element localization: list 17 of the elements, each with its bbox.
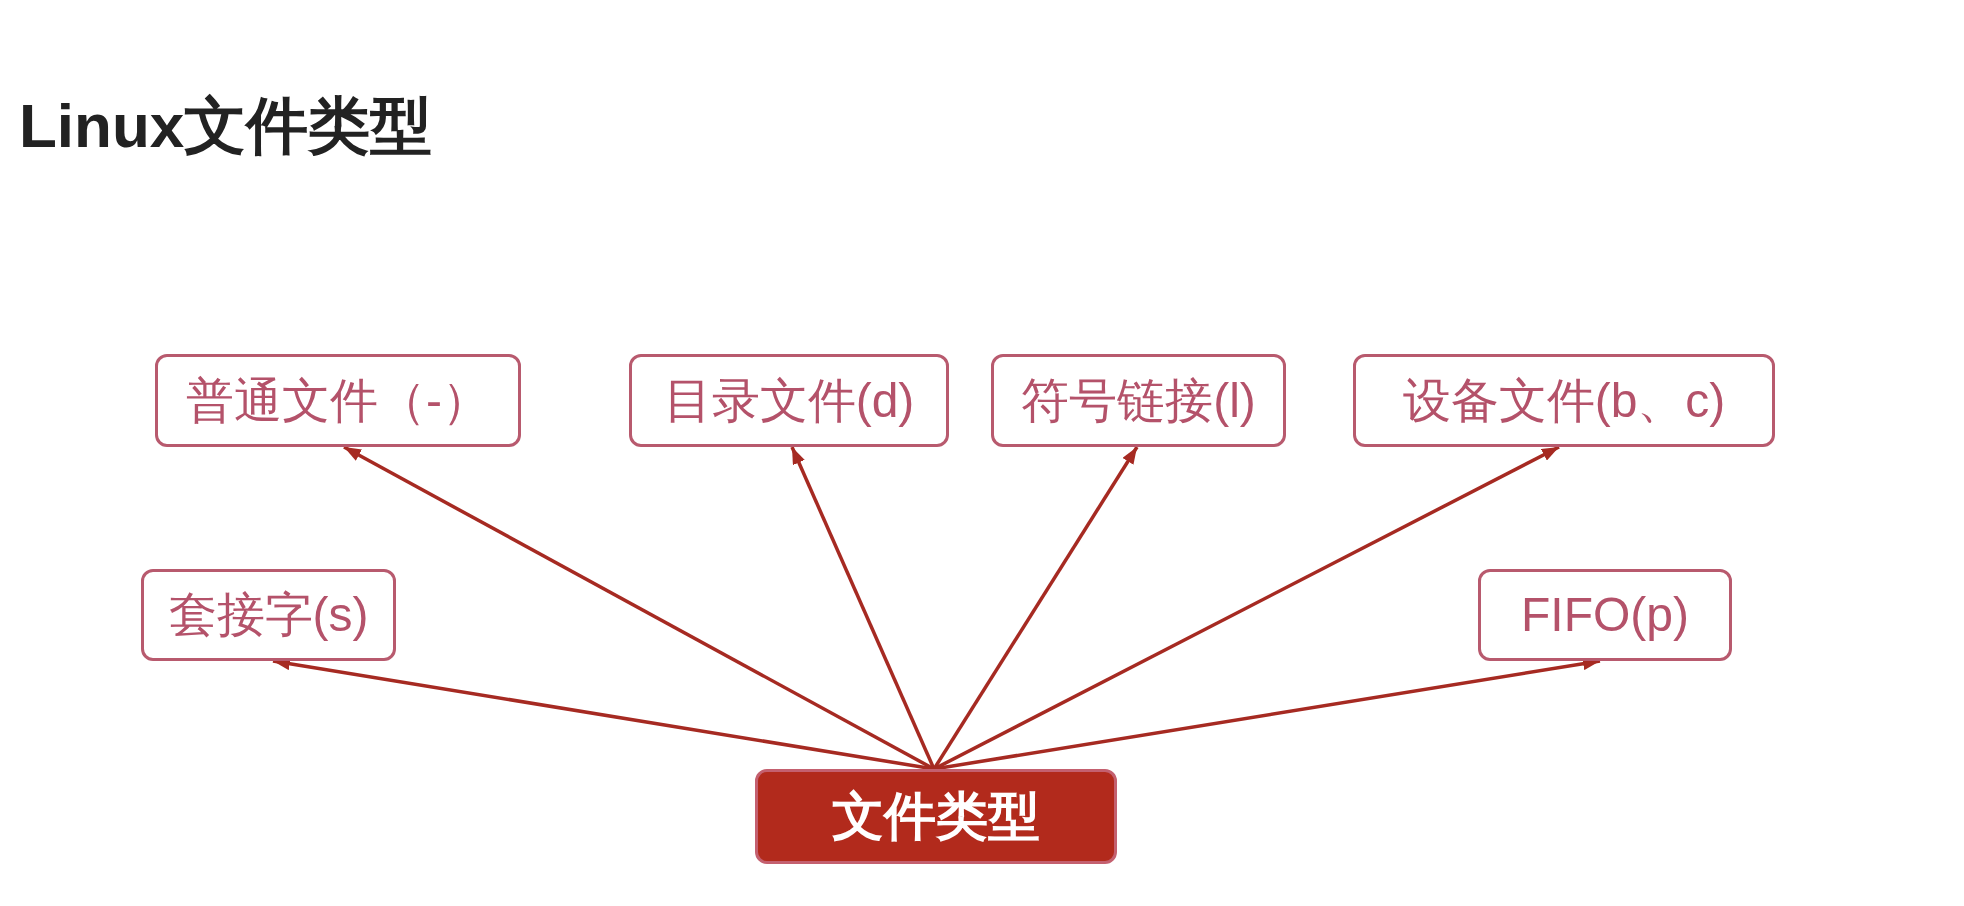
root-label: 文件类型	[832, 786, 1040, 847]
type-box	[629, 354, 949, 447]
title: Linux文件类型	[19, 92, 433, 161]
type-box	[155, 354, 521, 447]
type-label: FIFO(p)	[1521, 587, 1689, 643]
type-box	[1353, 354, 1775, 447]
type-label: 目录文件(d)	[663, 372, 915, 429]
type-box	[141, 569, 396, 661]
arrow	[932, 446, 1139, 770]
type-label: 符号链接(l)	[1021, 372, 1256, 429]
type-box	[991, 354, 1286, 447]
type-label: 套接字(s)	[168, 587, 369, 643]
type-label: 普通文件（-）	[186, 372, 490, 429]
type-label: 设备文件(b、c)	[1402, 372, 1726, 429]
type-box	[1478, 569, 1732, 661]
root-box	[755, 769, 1117, 864]
arrow	[790, 446, 936, 770]
